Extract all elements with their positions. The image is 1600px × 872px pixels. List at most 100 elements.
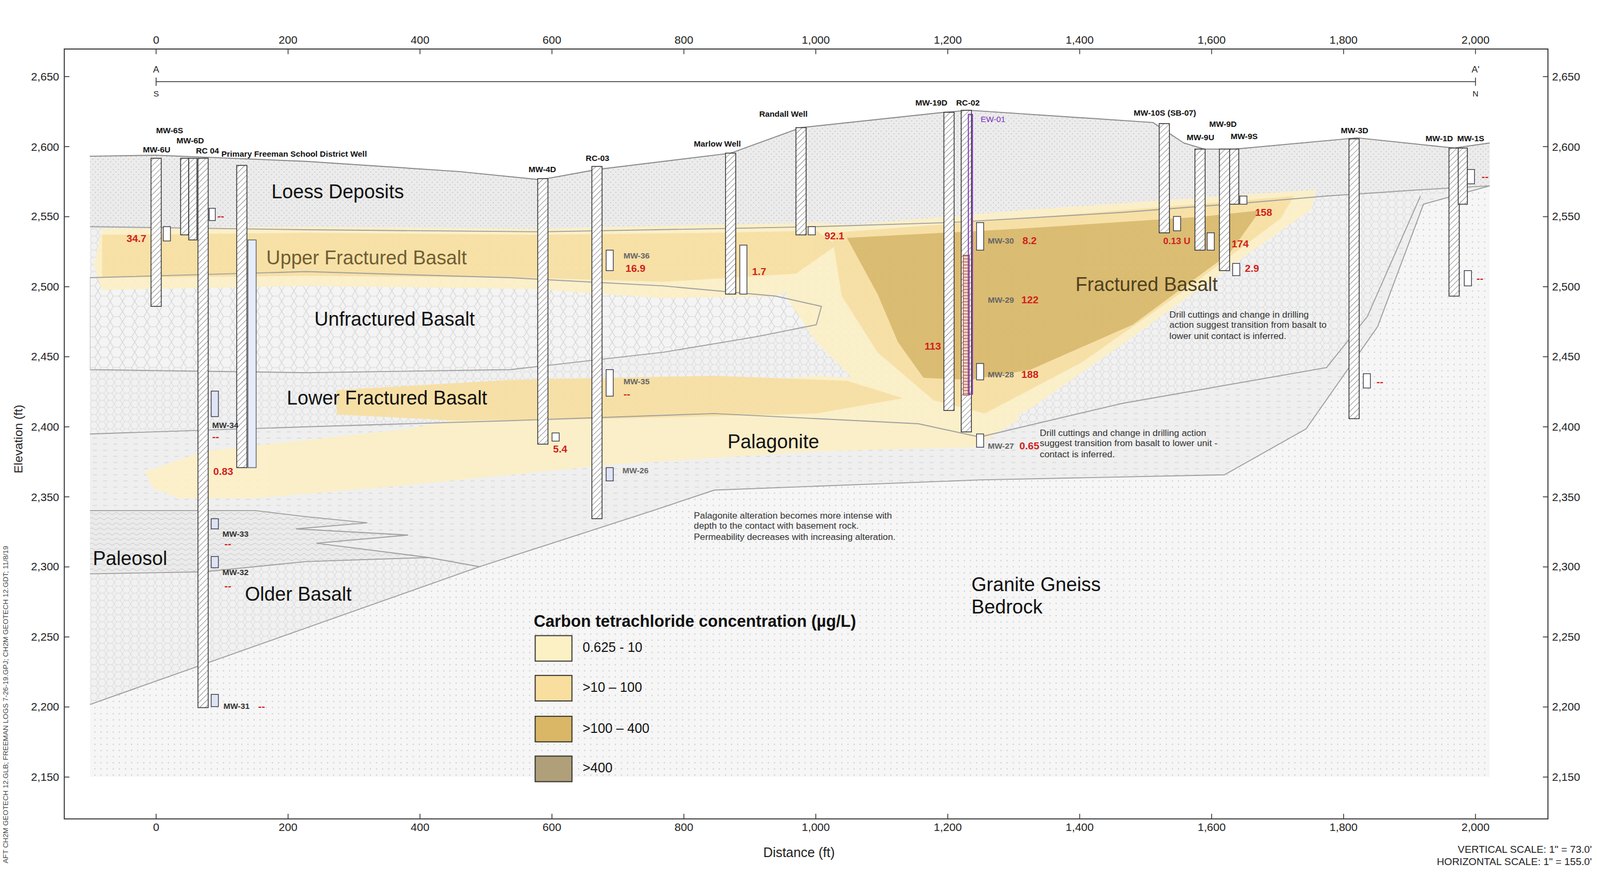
note: Drill cuttings and change in drilling ac…: [1169, 309, 1333, 341]
axis-tick: [1542, 636, 1549, 638]
axis-tick: [815, 49, 817, 55]
well-screen: [210, 391, 218, 417]
contacts: [90, 185, 1491, 705]
axis-tick: [1542, 776, 1549, 778]
unit-name: Older Basalt: [245, 582, 352, 606]
well-screen: [1173, 216, 1181, 231]
well-column: [1219, 149, 1230, 271]
well-name: MW-1D: [1425, 134, 1454, 144]
well-column: [796, 127, 807, 235]
concentration-value: 8.2: [1022, 234, 1037, 247]
concentration-value: --: [224, 580, 232, 592]
screen-label: MW-29: [987, 295, 1014, 305]
axis-tick-label: 2,000: [1461, 33, 1490, 47]
axis-tick-label: 2,450: [30, 350, 60, 363]
unit-name: Loess Deposits: [271, 180, 404, 203]
contact-line: [90, 185, 1491, 705]
axis-tick-label: 2,400: [30, 420, 60, 434]
axis-tick-label: 1,200: [933, 820, 962, 834]
well-column: [1449, 148, 1460, 297]
concentration-value: 0.13 U: [1163, 235, 1191, 247]
section-line: [156, 77, 1476, 86]
concentration-value: 0.65: [1019, 440, 1039, 452]
concentration-value: --: [1481, 170, 1489, 183]
well-column: [1349, 139, 1360, 419]
plume-low: [93, 222, 878, 299]
axis-tick-label: 2,550: [1552, 209, 1581, 223]
axis-tick: [1211, 49, 1213, 55]
screen-label: MW-34: [212, 420, 239, 431]
well-column: [1229, 149, 1239, 205]
axis-tick: [419, 813, 421, 819]
unit-name: Granite Gneiss Bedrock: [971, 573, 1125, 619]
axis-tick: [64, 776, 70, 778]
scale-note: VERTICAL SCALE: 1" = 73.0': [1457, 843, 1593, 856]
concentration-value: 16.9: [625, 262, 646, 275]
direction-label: S: [153, 88, 159, 99]
legend-swatch: [534, 635, 573, 662]
well-name: MW-1S: [1457, 134, 1485, 144]
concentration-value: 188: [1021, 368, 1039, 381]
unit-name: Fractured Basalt: [1075, 273, 1218, 297]
well-name: MW-9S: [1230, 132, 1258, 142]
well-name: MW-10S (SB-07): [1133, 108, 1197, 119]
legend-text: >10 – 100: [582, 680, 643, 696]
granite-unit: [90, 102, 1491, 777]
section-tick: [155, 77, 157, 86]
concentration-value: 2.9: [1245, 262, 1260, 275]
concentration-value: --: [224, 538, 232, 550]
well-screen: [606, 467, 614, 481]
section-tick: [1475, 77, 1477, 86]
axis-tick: [1542, 706, 1549, 708]
axis-tick: [683, 813, 685, 819]
axis-tick: [64, 286, 70, 288]
axis-tick-label: 2,400: [1552, 420, 1581, 434]
axis-tick: [1542, 426, 1549, 428]
axis-tick: [287, 49, 289, 55]
legend-text: >400: [582, 760, 613, 777]
well-column: [180, 158, 189, 235]
well-screen: [976, 433, 984, 448]
well-column: [944, 112, 955, 411]
well-column: [198, 158, 209, 708]
axis-tick: [1079, 49, 1081, 55]
axis-tick: [1542, 145, 1549, 148]
axis-tick-label: 2,000: [1461, 820, 1490, 834]
concentration-value: 0.83: [213, 465, 233, 478]
note: Drill cuttings and change in drilling ac…: [1040, 427, 1224, 460]
axis-tick: [64, 426, 70, 428]
well-column: [725, 152, 736, 294]
axis-tick: [64, 496, 70, 498]
axis-tick: [1542, 76, 1549, 78]
well-name: MW-4D: [528, 164, 557, 175]
axis-tick-label: 1,000: [801, 820, 831, 834]
well-column: [537, 178, 548, 444]
legend-title: Carbon tetrachloride concentration (µg/L…: [533, 612, 857, 631]
concentration-value: 5.4: [553, 443, 568, 456]
section-end: A': [1471, 63, 1480, 75]
axis-tick-label: 2,500: [1552, 280, 1581, 294]
screen-label: MW-28: [987, 369, 1014, 380]
well-name: Marlow Well: [693, 139, 741, 149]
well-name: MW-6U: [142, 145, 171, 156]
axis-tick: [947, 49, 949, 55]
well-screen: [209, 208, 216, 221]
axis-title: Distance (ft): [762, 845, 835, 862]
scale-note: HORIZONTAL SCALE: 1" = 155.0': [1436, 855, 1593, 868]
concentration-value: 113: [924, 339, 941, 352]
well-screen: [1363, 373, 1371, 388]
axis-tick: [155, 49, 157, 55]
well-screen: [1464, 270, 1472, 287]
well-column: [188, 158, 197, 240]
well-name: Primary Freeman School District Well: [221, 149, 368, 159]
older-basalt-unit: [90, 557, 481, 705]
axis-tick: [1542, 566, 1549, 568]
geology: [90, 102, 1491, 777]
unit-name: Upper Fractured Basalt: [266, 247, 467, 270]
axis-tick-label: 2,300: [1552, 559, 1581, 573]
axis-tick-label: 2,150: [30, 770, 60, 784]
legend-text: >100 – 400: [582, 720, 650, 737]
axis-tick: [1475, 49, 1477, 55]
file-stamp: AFT CH2M GEOTECH 12.GLB; FREEMAN LOGS 7-…: [2, 545, 11, 864]
